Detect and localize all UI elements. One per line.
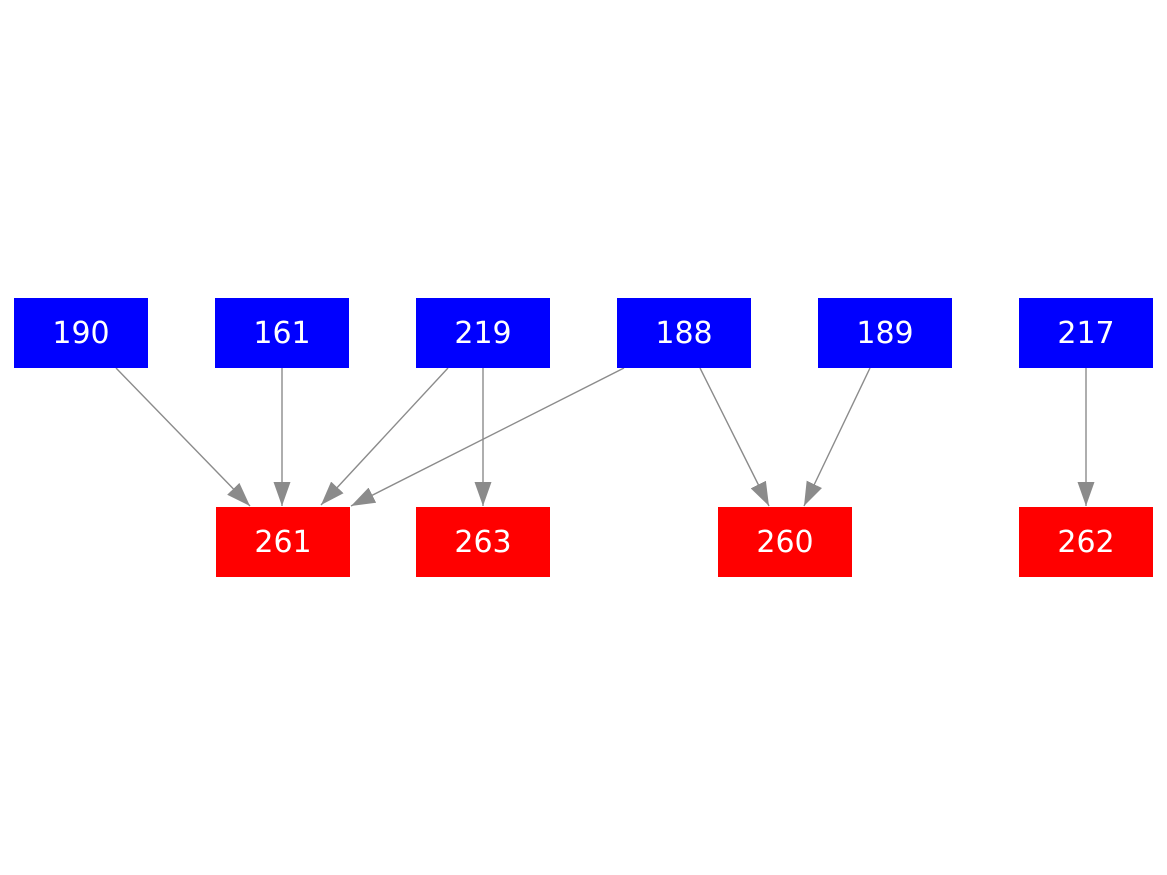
node-261: 261 bbox=[216, 507, 350, 577]
edge-219-261 bbox=[320, 367, 449, 506]
edge-188-261 bbox=[350, 367, 625, 507]
edge-189-260 bbox=[803, 367, 871, 507]
node-217: 217 bbox=[1019, 298, 1153, 368]
edge-188-260 bbox=[699, 367, 770, 507]
node-188: 188 bbox=[617, 298, 751, 368]
node-219: 219 bbox=[416, 298, 550, 368]
node-260: 260 bbox=[718, 507, 852, 577]
node-263: 263 bbox=[416, 507, 550, 577]
node-161: 161 bbox=[215, 298, 349, 368]
edge-190-261 bbox=[115, 367, 251, 507]
node-262: 262 bbox=[1019, 507, 1153, 577]
node-189: 189 bbox=[818, 298, 952, 368]
node-190: 190 bbox=[14, 298, 148, 368]
